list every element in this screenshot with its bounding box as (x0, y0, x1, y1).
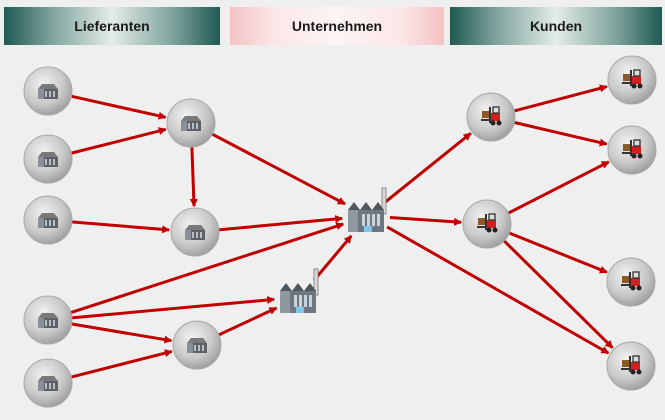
supplier-factory-icon (38, 152, 58, 167)
suppliers-header-label: Lieferanten (74, 18, 150, 34)
flow-arrow-d1-c2 (512, 120, 608, 147)
supplier-factory-icon (38, 376, 58, 391)
supplier-factory-icon (185, 225, 205, 240)
flow-arrow-p1-d1 (384, 132, 472, 204)
flow-arrow-s4-t3 (69, 322, 173, 344)
flow-arrow-s3-t2 (69, 220, 171, 234)
supplier-factory-node-s4 (23, 295, 73, 345)
flow-arrow-s1-t1 (69, 94, 167, 120)
forklift-node-c1 (607, 55, 657, 105)
flow-arrow-p1-c4 (386, 225, 610, 355)
company-header-label: Unternehmen (291, 18, 383, 34)
forklift-node-c2 (607, 125, 657, 175)
flow-arrow-s5-t3 (68, 349, 173, 380)
forklift-node-c3 (606, 257, 656, 307)
customers-header: Kunden (450, 7, 662, 45)
plant-icon (279, 268, 319, 314)
forklift-node-c4 (606, 341, 656, 391)
supplier-factory-node-t1 (166, 98, 216, 148)
flow-arrow-s2-t1 (68, 127, 167, 156)
supplier-factory-node-s3 (23, 195, 73, 245)
flow-arrow-t3-p2 (216, 306, 278, 338)
supplier-factory-node-s2 (23, 134, 73, 184)
supplier-factory-icon (38, 84, 58, 99)
suppliers-header: Lieferanten (4, 7, 220, 45)
forklift-node-d1 (466, 92, 516, 142)
plant-node-p2 (279, 268, 319, 314)
flow-arrow-s4-p1 (68, 222, 345, 315)
flow-arrow-t2-p1 (216, 215, 344, 232)
flow-arrow-p1-d2 (389, 215, 463, 226)
customers-header-label: Kunden (529, 18, 583, 34)
plant-node-p1 (347, 187, 387, 233)
supplier-factory-node-s5 (23, 358, 73, 408)
flow-arrow-d2-c3 (506, 230, 608, 274)
supplier-factory-node-s1 (23, 66, 73, 116)
company-header: Unternehmen (230, 7, 444, 45)
supplier-factory-icon (187, 338, 207, 353)
nodes-layer (23, 55, 657, 408)
supplier-factory-node-t3 (172, 320, 222, 370)
supplier-factory-icon (38, 213, 58, 228)
flow-arrow-d1-c1 (511, 84, 608, 113)
flow-arrow-t1-p1 (209, 131, 346, 206)
supplier-factory-node-t2 (170, 207, 220, 257)
flow-arrow-d2-c4 (501, 238, 614, 349)
edges-layer (68, 84, 614, 380)
flow-arrow-s4-p2 (69, 296, 276, 320)
plant-icon (347, 187, 387, 233)
flow-arrow-p2-p1 (312, 234, 353, 282)
supplier-factory-icon (38, 313, 58, 328)
flow-arrow-d2-c2 (505, 160, 610, 216)
forklift-node-d2 (462, 199, 512, 249)
supplier-factory-icon (181, 116, 201, 131)
flow-arrow-t1-t2 (189, 144, 198, 208)
